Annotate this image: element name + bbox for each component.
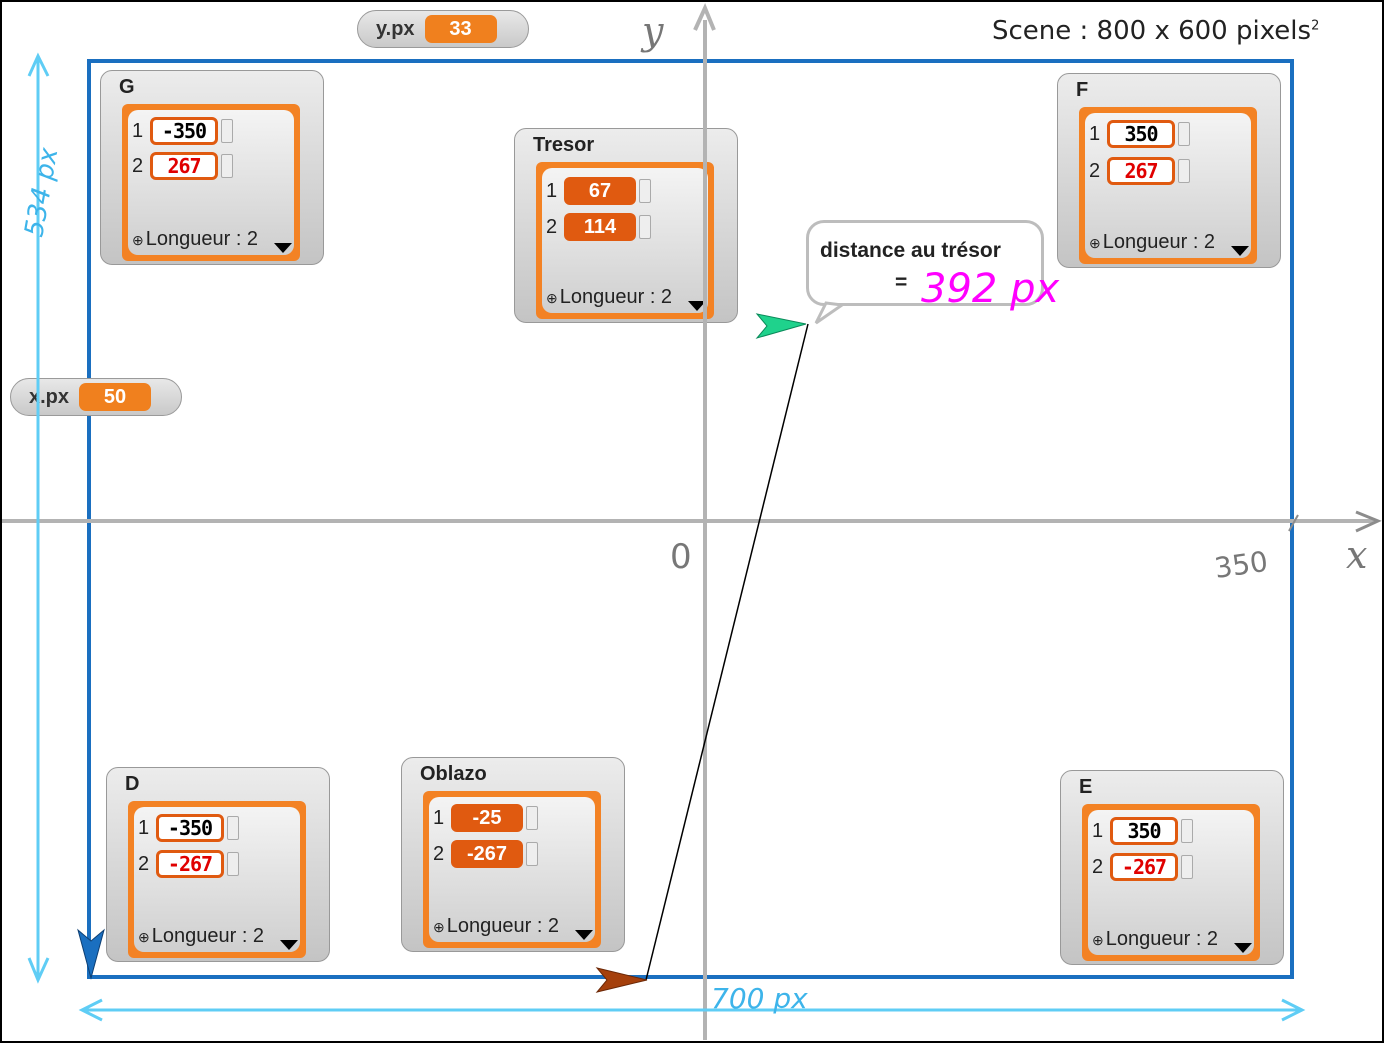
watcher-x-px[interactable]: x.px 50 — [10, 378, 182, 416]
row-index: 2 — [433, 842, 445, 865]
plus-icon: ⊕ — [132, 232, 144, 248]
list-length: ⊕Longueur : 2 — [1092, 928, 1219, 950]
cell-grip[interactable] — [526, 842, 538, 866]
row-index: 2 — [132, 154, 144, 177]
watcher-value: 33 — [424, 15, 497, 43]
cell-grip[interactable] — [221, 154, 233, 178]
list-name: E — [1079, 776, 1093, 798]
list-name: Oblazo — [420, 763, 487, 785]
list-name: F — [1076, 79, 1089, 101]
resize-icon[interactable] — [274, 243, 292, 253]
list-length: ⊕Longueur : 2 — [138, 925, 265, 947]
list-name: Tresor — [533, 134, 595, 156]
cell-grip[interactable] — [1181, 855, 1193, 879]
resize-icon[interactable] — [688, 301, 706, 311]
row-index: 2 — [1092, 855, 1104, 878]
speech-bubble: distance au trésor = — [806, 220, 1044, 306]
bubble-text: distance au trésor — [820, 239, 1001, 262]
list-watcher-e[interactable]: E 1 350 2 -267 ⊕Longueur : 2 — [1060, 770, 1284, 965]
resize-icon[interactable] — [1231, 246, 1249, 256]
list-name: G — [119, 76, 135, 98]
list-length: ⊕Longueur : 2 — [1089, 231, 1216, 253]
list-name: D — [125, 773, 140, 795]
list-cell[interactable]: 350 — [1107, 120, 1175, 148]
list-watcher-f[interactable]: F 1 350 2 267 ⊕Longueur : 2 — [1057, 73, 1281, 268]
plus-icon: ⊕ — [138, 929, 150, 945]
list-cell[interactable]: 267 — [1107, 157, 1175, 185]
scene-title: Scene : 800 x 600 pixels2 — [992, 16, 1320, 46]
plus-icon: ⊕ — [433, 919, 445, 935]
row-index: 1 — [138, 816, 150, 839]
row-index: 1 — [546, 179, 558, 202]
cell-grip[interactable] — [221, 119, 233, 143]
resize-icon[interactable] — [1234, 943, 1252, 953]
plus-icon: ⊕ — [1092, 932, 1104, 948]
row-index: 2 — [1089, 159, 1101, 182]
list-length: ⊕Longueur : 2 — [433, 915, 560, 937]
list-cell[interactable]: -267 — [1110, 853, 1178, 881]
resize-icon[interactable] — [280, 940, 298, 950]
list-cell[interactable]: 114 — [564, 213, 636, 241]
plus-icon: ⊕ — [1089, 235, 1101, 251]
row-index: 2 — [138, 852, 150, 875]
list-cell[interactable]: 67 — [564, 177, 636, 205]
row-index: 1 — [433, 806, 445, 829]
cell-grip[interactable] — [639, 215, 651, 239]
row-index: 2 — [546, 215, 558, 238]
cell-grip[interactable] — [1181, 819, 1193, 843]
row-index: 1 — [1089, 122, 1101, 145]
list-watcher-g[interactable]: G 1 -350 2 267 ⊕Longueur : 2 — [100, 70, 324, 265]
resize-icon[interactable] — [575, 930, 593, 940]
watcher-name: y.px — [376, 17, 415, 40]
list-length: ⊕Longueur : 2 — [546, 286, 673, 308]
list-cell[interactable]: -25 — [451, 804, 523, 832]
list-cell[interactable]: -267 — [451, 840, 523, 868]
cell-grip[interactable] — [1178, 159, 1190, 183]
row-index: 1 — [1092, 819, 1104, 842]
list-watcher-oblazo[interactable]: Oblazo 1 -25 2 -267 ⊕Longueur : 2 — [401, 757, 625, 952]
cell-grip[interactable] — [227, 852, 239, 876]
bubble-equals: = — [895, 271, 908, 294]
list-length: ⊕Longueur : 2 — [132, 228, 259, 250]
plus-icon: ⊕ — [546, 290, 558, 306]
list-watcher-tresor[interactable]: Tresor 1 67 2 114 ⊕Longueur : 2 — [514, 128, 738, 323]
watcher-y-px[interactable]: y.px 33 — [357, 10, 529, 48]
list-watcher-d[interactable]: D 1 -350 2 -267 ⊕Longueur : 2 — [106, 767, 330, 962]
row-index: 1 — [132, 119, 144, 142]
watcher-value: 50 — [79, 383, 152, 411]
cell-grip[interactable] — [227, 816, 239, 840]
list-cell[interactable]: -267 — [156, 850, 224, 878]
list-cell[interactable]: 350 — [1110, 817, 1178, 845]
cell-grip[interactable] — [639, 179, 651, 203]
list-cell[interactable]: -350 — [150, 117, 218, 145]
cell-grip[interactable] — [1178, 122, 1190, 146]
list-cell[interactable]: -350 — [156, 814, 224, 842]
watcher-name: x.px — [29, 385, 70, 408]
cell-grip[interactable] — [526, 806, 538, 830]
list-cell[interactable]: 267 — [150, 152, 218, 180]
